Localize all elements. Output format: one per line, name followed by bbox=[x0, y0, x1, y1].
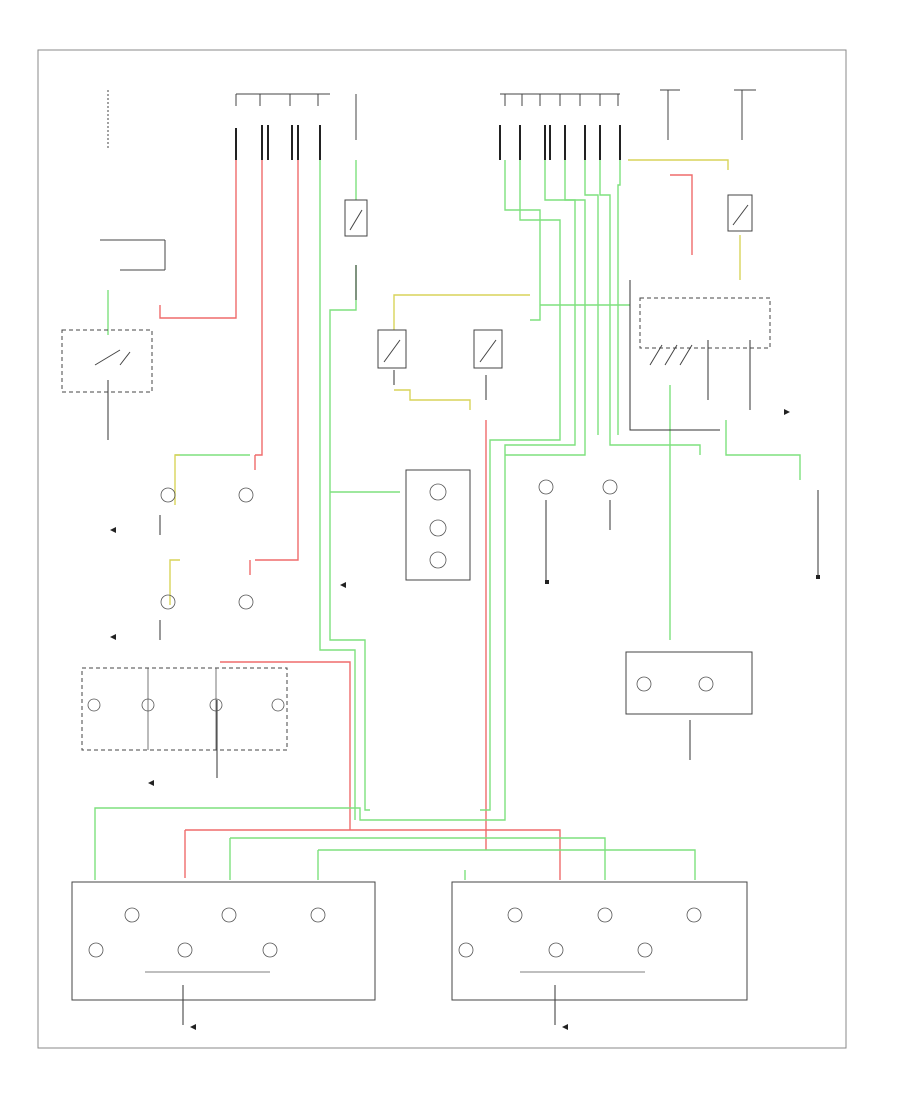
stop-relay bbox=[377, 329, 407, 369]
side-marker-lamps bbox=[87, 668, 285, 750]
flasher-box bbox=[727, 194, 753, 232]
turn-signal-switch-box bbox=[639, 297, 771, 349]
yellow-wires bbox=[169, 159, 741, 605]
hazard-ctrl bbox=[100, 239, 166, 271]
top-connectors bbox=[235, 125, 621, 160]
ground-symbols bbox=[110, 409, 820, 1030]
green-wires bbox=[94, 160, 801, 880]
rear-lamp-circles bbox=[88, 907, 702, 973]
side-marker-box bbox=[81, 667, 288, 751]
stop-switch bbox=[344, 199, 368, 237]
front-lamps bbox=[160, 479, 618, 610]
top-bus-lines bbox=[107, 89, 756, 150]
cluster-lamps bbox=[636, 676, 714, 692]
black-wires bbox=[107, 265, 819, 1025]
instrument-lamps bbox=[429, 483, 447, 569]
hazard-switch-box bbox=[61, 329, 153, 393]
red-wires bbox=[159, 160, 693, 880]
turn-relay bbox=[473, 329, 503, 369]
instrument-cluster-box bbox=[625, 651, 753, 715]
diagram-frame bbox=[37, 49, 847, 1049]
right-rear-combination-lamp bbox=[451, 881, 748, 1001]
instrument-panel bbox=[405, 469, 471, 581]
switches bbox=[61, 194, 771, 393]
left-rear-combination-lamp bbox=[71, 881, 376, 1001]
